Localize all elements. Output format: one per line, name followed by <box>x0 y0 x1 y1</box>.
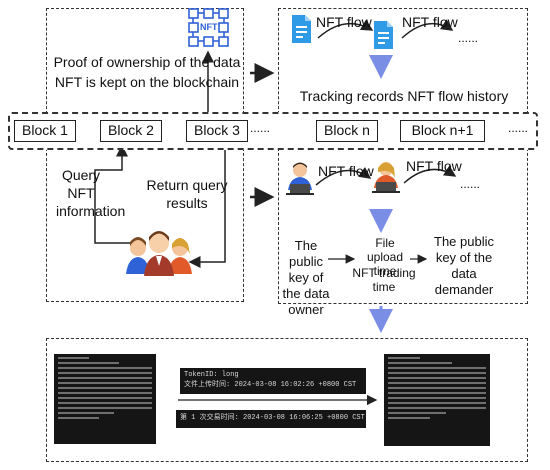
ownership-text: Proof of ownership of the data NFT is ke… <box>53 54 241 90</box>
demander-public-key-text: The public key of the data demander <box>434 234 494 297</box>
top-flow-label-2: NFT flow <box>402 14 458 30</box>
token-upload-info-box: TokenID: long 文件上传时间: 2024-03-08 16:02:2… <box>180 368 366 394</box>
block-1: Block 1 <box>14 120 76 142</box>
chain-dots-end: ...... <box>508 121 529 135</box>
owner-public-key-text: The public key of the data owner <box>282 238 330 317</box>
top-flow-curve-2 <box>401 19 454 39</box>
bottom-flow-label-1: NFT flow <box>318 163 374 179</box>
demander-user-laptop-icon <box>370 158 402 194</box>
bottom-flow-ellipsis: ...... <box>460 177 481 191</box>
bottom-flow-curve-1 <box>315 166 372 186</box>
tracking-text: Tracking records NFT flow history <box>299 88 509 104</box>
query-arrow <box>94 144 130 244</box>
return-query-results-text: Return query results <box>146 177 228 211</box>
nft-network-icon: NFT <box>186 6 232 50</box>
bottom-flow-label-2: NFT flow <box>406 158 462 174</box>
owner-user-laptop-icon <box>284 160 316 196</box>
trade-time-info-box: 第 1 次交易时间: 2024-03-08 16:06:25 +0800 CST <box>176 410 366 428</box>
bottom-flow-curve-2 <box>403 165 457 184</box>
file-upload-time-text: File upload time <box>366 236 404 278</box>
return-arrow <box>188 146 226 268</box>
bottom-result-panel <box>46 338 528 462</box>
user-group-icon <box>124 226 194 276</box>
upload-time-line: 文件上传时间: 2024-03-08 16:02:26 +0800 CST <box>184 381 357 389</box>
nft-trading-time-text: NFT trading time <box>352 266 416 294</box>
left-terminal-screenshot <box>54 354 156 444</box>
block-n: Block n <box>316 120 378 142</box>
top-flow-ellipsis: ...... <box>458 31 479 45</box>
document-icon-2 <box>372 20 394 50</box>
document-icon-1 <box>290 14 312 44</box>
trade-time-line: 第 1 次交易时间: 2024-03-08 16:06:25 +0800 CST <box>180 414 365 422</box>
top-flow-label-1: NFT flow <box>316 14 372 30</box>
token-id-line: TokenID: long <box>184 371 239 379</box>
top-flow-curve-1 <box>317 19 374 39</box>
block-3: Block 3 <box>186 120 248 142</box>
chain-dots-mid: ...... <box>250 121 271 135</box>
block-2: Block 2 <box>100 120 162 142</box>
right-terminal-screenshot <box>384 354 490 446</box>
block-n-plus-1: Block n+1 <box>400 120 485 142</box>
query-nft-information-text: Query NFT information <box>56 167 126 219</box>
nft-logo-label: NFT <box>200 22 218 32</box>
